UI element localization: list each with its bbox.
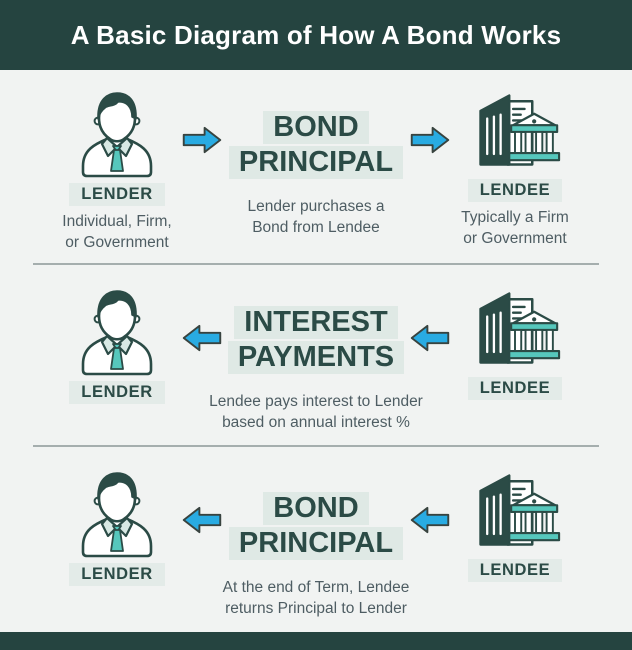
lendee-label: LENDEE bbox=[467, 377, 563, 400]
step-description: Lender purchases a Bond from Lendee bbox=[247, 198, 385, 236]
lendee-icon bbox=[469, 88, 561, 174]
lender-person-icon bbox=[81, 92, 153, 178]
lender-entity: LENDER Individual, Firm, or Government bbox=[52, 70, 182, 263]
arrow-left-icon bbox=[410, 447, 450, 630]
step-heading-line2: PAYMENTS bbox=[227, 341, 405, 374]
row-divider bbox=[33, 445, 599, 447]
arrow-left-icon bbox=[182, 447, 222, 630]
step-heading-line2: PRINCIPAL bbox=[228, 527, 404, 560]
lendee-buildings-icon bbox=[479, 94, 561, 166]
step-heading-line1: BOND bbox=[263, 111, 369, 144]
lender-icon bbox=[77, 286, 157, 376]
arrow-right-icon bbox=[182, 70, 222, 263]
step-interest-payments: INTEREST PAYMENTS Lendee pays interest t… bbox=[209, 265, 423, 445]
footer-bar bbox=[0, 632, 632, 650]
lendee-sublabel: Typically a Firm or Government bbox=[461, 209, 569, 247]
step-heading-line1: BOND bbox=[263, 492, 369, 525]
step-heading-line1: INTEREST bbox=[234, 306, 398, 339]
page-title: A Basic Diagram of How A Bond Works bbox=[70, 19, 562, 50]
lendee-entity: LENDEE Typically a Firm or Government bbox=[450, 70, 580, 263]
lendee-entity: LENDEE bbox=[450, 265, 580, 445]
lender-person-icon bbox=[81, 472, 153, 558]
lender-sublabel: Individual, Firm, or Government bbox=[62, 213, 172, 251]
row-divider bbox=[33, 263, 599, 265]
lender-icon bbox=[77, 88, 157, 178]
lendee-buildings-icon bbox=[479, 474, 561, 546]
lendee-buildings-icon bbox=[479, 292, 561, 364]
arrow-left-icon bbox=[410, 265, 450, 445]
lender-person-icon bbox=[81, 290, 153, 376]
lender-icon bbox=[77, 468, 157, 558]
step-heading-line2: PRINCIPAL bbox=[228, 146, 404, 179]
lendee-label: LENDEE bbox=[467, 179, 563, 202]
lendee-entity: LENDEE bbox=[450, 447, 580, 630]
row-bond-principal-purchase: LENDER Individual, Firm, or Government B… bbox=[0, 70, 632, 263]
lendee-icon bbox=[469, 468, 561, 554]
lender-entity: LENDER bbox=[52, 447, 182, 630]
step-bond-principal-return: BOND PRINCIPAL At the end of Term, Lende… bbox=[222, 447, 410, 630]
lendee-label: LENDEE bbox=[467, 559, 563, 582]
step-description: At the end of Term, Lendee returns Princ… bbox=[222, 579, 410, 617]
arrow-right-icon bbox=[410, 70, 450, 263]
lender-label: LENDER bbox=[69, 563, 165, 586]
row-bond-principal-return: LENDER BOND PRINCIPAL At the end of Term… bbox=[0, 447, 632, 630]
lendee-icon bbox=[469, 286, 561, 372]
step-description: Lendee pays interest to Lender based on … bbox=[209, 393, 423, 431]
arrow-left-icon bbox=[182, 265, 222, 445]
step-bond-principal: BOND PRINCIPAL Lender purchases a Bond f… bbox=[222, 70, 410, 263]
lender-label: LENDER bbox=[69, 381, 165, 404]
lender-entity: LENDER bbox=[52, 265, 182, 445]
header-banner: A Basic Diagram of How A Bond Works bbox=[0, 0, 632, 70]
lender-label: LENDER bbox=[69, 183, 165, 206]
row-interest-payments: LENDER INTEREST PAYMENTS Lendee pays int… bbox=[0, 265, 632, 445]
